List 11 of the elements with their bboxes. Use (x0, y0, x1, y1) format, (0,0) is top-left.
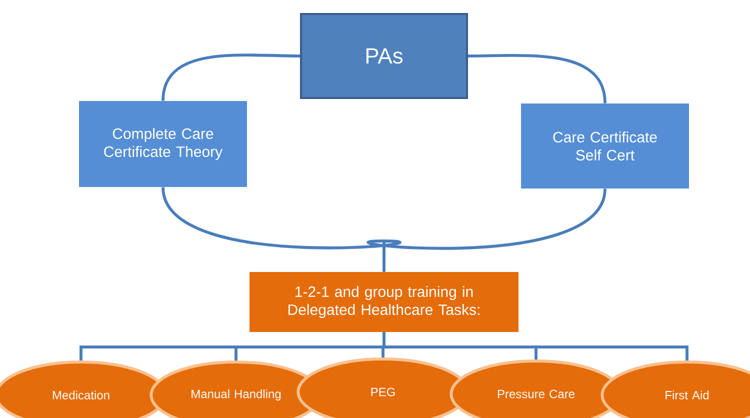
node-label: First Aid (666, 390, 709, 400)
node-label: PEG (371, 388, 395, 396)
connector-line (368, 188, 606, 272)
process-box: 1-2-1 and group training in Delegated Healthcare Tasks: (250, 272, 518, 332)
process-box: Care Certificate Self Cert (521, 104, 689, 188)
connector-line (468, 54, 606, 104)
connector-line (382, 332, 688, 361)
process-box: Complete Care Certificate Theory (79, 101, 247, 187)
connector-line (162, 54, 300, 101)
process-box: PAs (300, 13, 468, 99)
node-label: Manual Handling (192, 389, 281, 401)
